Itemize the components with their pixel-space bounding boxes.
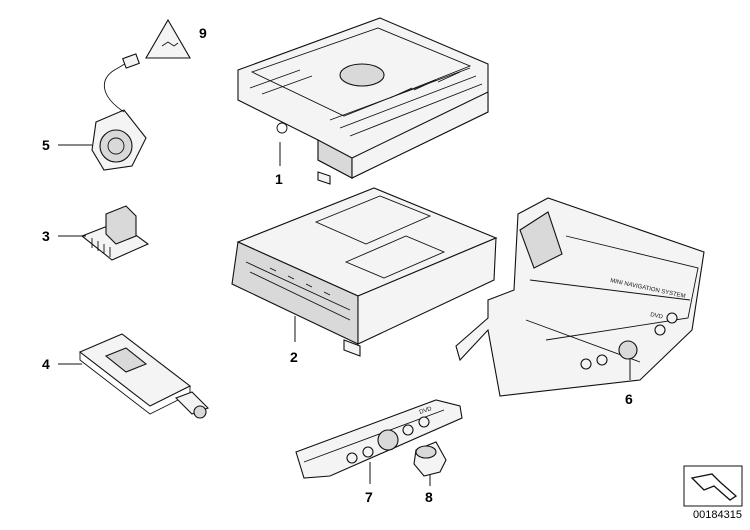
- part-antenna-module: [78, 333, 209, 419]
- callout-5: 5: [42, 137, 50, 153]
- callout-7: 7: [365, 489, 373, 505]
- arrow-symbol-icon: [683, 465, 743, 507]
- part-warning-label: [145, 18, 191, 59]
- part-control-panel: DVD: [295, 399, 463, 479]
- console-dvd-label: DVD: [650, 312, 664, 321]
- part-knob: [413, 441, 447, 477]
- callout-9: 9: [199, 25, 207, 41]
- part-navigation-unit: [231, 187, 498, 357]
- callout-6: 6: [625, 391, 633, 407]
- part-center-console: MINI NAVIGATION SYSTEM DVD: [455, 197, 705, 397]
- callout-8: 8: [425, 489, 433, 505]
- callout-4: 4: [42, 356, 50, 372]
- remote-dvd-label: DVD: [419, 406, 434, 416]
- part-relay: [80, 205, 150, 261]
- diagram-id: 00184315: [693, 509, 742, 521]
- callout-2: 2: [290, 349, 298, 365]
- part-fan: [91, 53, 147, 171]
- callout-1: 1: [275, 171, 283, 187]
- callout-3: 3: [42, 228, 50, 244]
- part-dvd-drive: [237, 17, 489, 185]
